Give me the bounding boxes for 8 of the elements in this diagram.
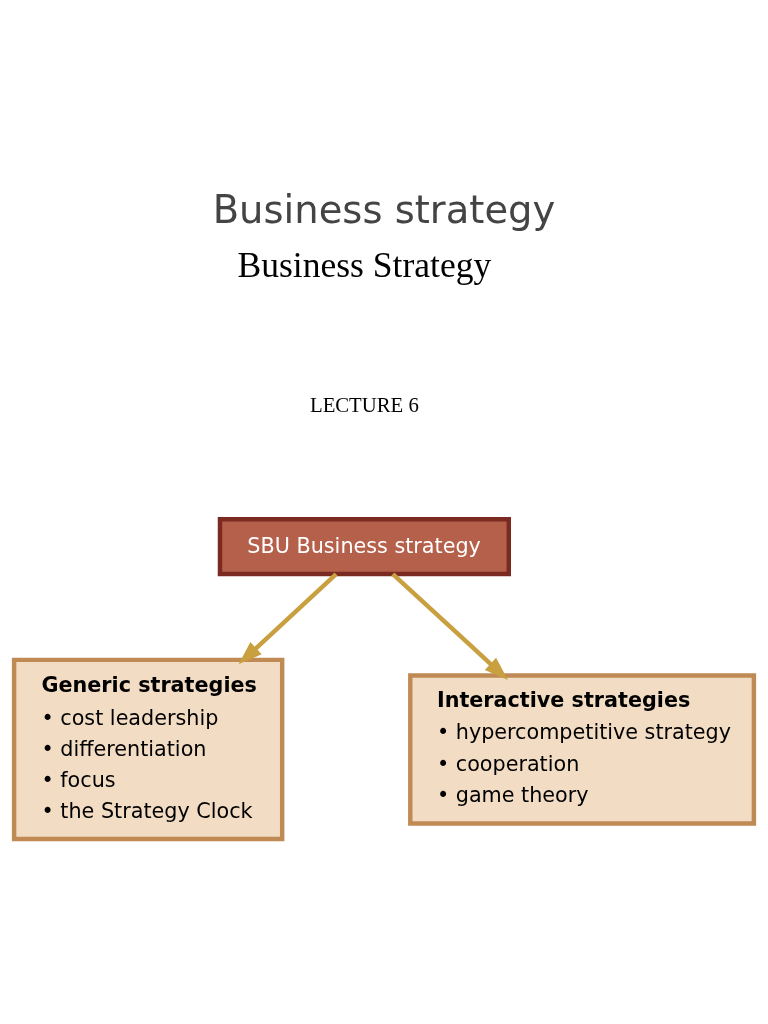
arrow [391,572,508,680]
arrow [238,572,338,664]
node-box: Interactive strategies • hypercompetitive strategy • cooperation • game theory [408,672,757,826]
diagram-title: Business strategy [212,186,556,232]
node-box: Generic strategies • cost leadership • differentiation • focus • the Strategy Clock [11,657,285,841]
label: LECTURE 6 [309,393,419,416]
node-box: SBU Business strategy [217,516,511,576]
label: Business Strategy [237,244,492,285]
